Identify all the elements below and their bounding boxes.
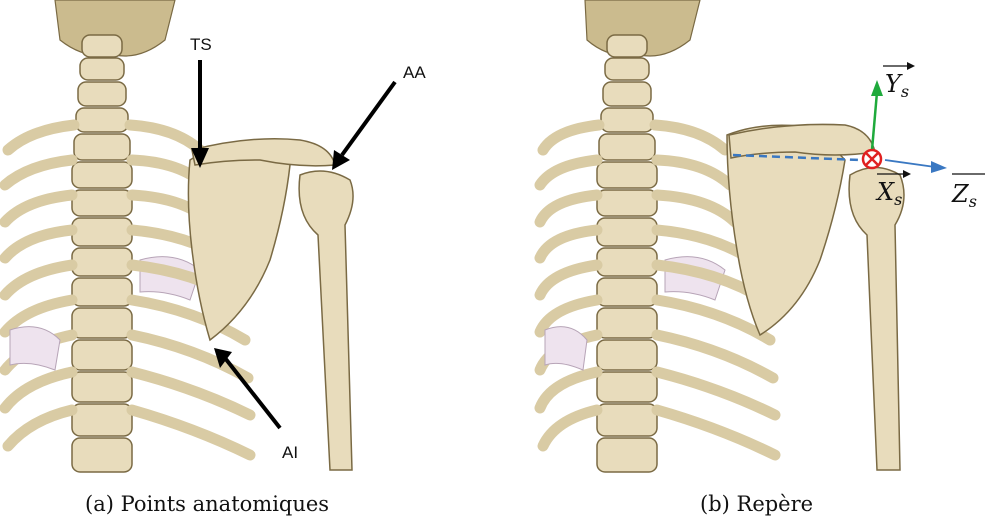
caption-panel-a: (a) Points anatomiques (85, 492, 329, 516)
scapula (188, 144, 290, 340)
arrow-aa (332, 82, 395, 170)
cartilage-left (545, 327, 587, 370)
caption-panel-b: (b) Repère (700, 492, 813, 516)
ribs-left (5, 125, 74, 446)
label-aa: AA (403, 63, 426, 82)
spine (597, 35, 657, 472)
origin-marker-icon (863, 150, 881, 168)
skeleton-illustration-a: TS AA AI (0, 0, 470, 480)
svg-text:Zs: Zs (951, 180, 977, 211)
label-ts: TS (190, 35, 212, 54)
arrow-ts (191, 60, 209, 168)
panel-reference-frame: Ys Xs Zs (515, 0, 985, 480)
label-y-axis: Ys (883, 62, 915, 101)
spine (72, 35, 132, 472)
cartilage-left (10, 327, 60, 370)
humerus (849, 168, 904, 471)
panel-anatomical-points: TS AA AI (0, 0, 470, 480)
y-axis-arrow (871, 80, 883, 150)
label-z-axis: Zs (951, 174, 985, 211)
skeleton-illustration-b: Ys Xs Zs (515, 0, 985, 480)
humerus (299, 171, 353, 470)
ribs-left (540, 125, 599, 446)
label-ai: AI (282, 443, 298, 462)
svg-text:Ys: Ys (885, 70, 909, 101)
z-axis-arrow (885, 160, 947, 173)
